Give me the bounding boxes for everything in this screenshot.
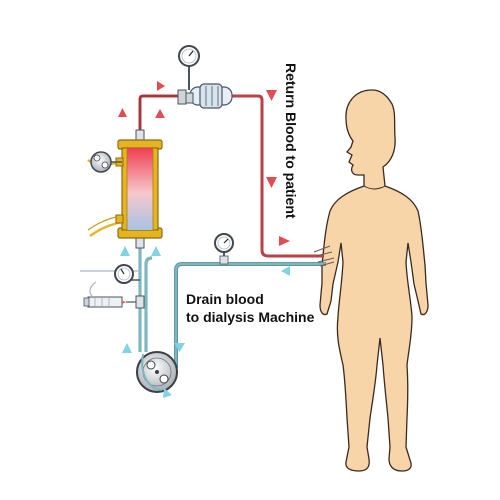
pressure-gauge-icon — [80, 264, 140, 284]
return-direction-arrows — [118, 81, 290, 246]
arrow-return-up-left — [118, 108, 127, 117]
drain-label-line-1: Drain blood — [186, 291, 264, 307]
arrow-drain-pump-right — [174, 343, 185, 352]
arrow-return-right-2 — [266, 177, 277, 188]
air-trap-icon — [182, 83, 233, 109]
pressure-gauge-icon — [214, 233, 234, 265]
arrow-drain-right — [281, 266, 290, 276]
roller-pump-icon — [136, 351, 178, 393]
arrow-drain-bottom — [163, 388, 172, 398]
drain-direction-arrows — [120, 246, 290, 398]
pressure-gauge-icon — [178, 45, 200, 90]
arrow-return-bottom — [279, 236, 290, 246]
arrow-drain-dialyzer-2 — [151, 246, 161, 256]
patient-silhouette-icon — [319, 89, 429, 472]
arrow-drain-pump-left — [122, 343, 132, 353]
dialyzer-icon — [87, 129, 163, 249]
arrow-return-right-1 — [266, 90, 277, 101]
return-blood-label: Return Blood to patient — [283, 63, 299, 219]
arrow-return-top — [157, 81, 165, 91]
heparin-pump-icon — [90, 151, 122, 173]
syringe-icon — [83, 281, 145, 309]
arrow-return-up-right — [155, 109, 165, 118]
drain-blood-label: Drain blood to dialysis Machine — [186, 290, 314, 326]
arrow-drain-dialyzer — [120, 246, 130, 256]
drain-label-line-2: to dialysis Machine — [186, 309, 315, 325]
access-needles — [313, 245, 335, 267]
clamp-icon — [177, 89, 187, 105]
